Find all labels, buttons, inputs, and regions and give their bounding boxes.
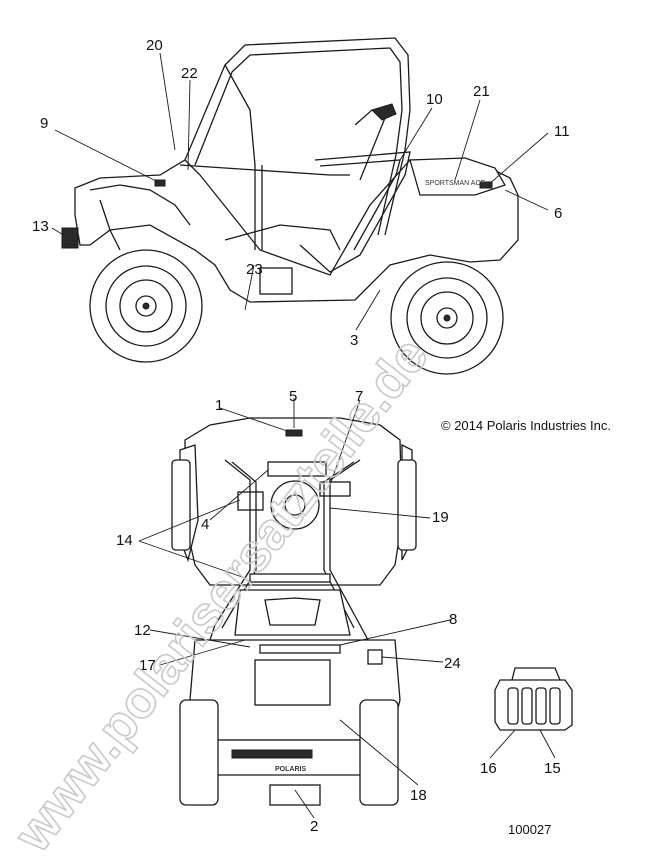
callout-15: 15: [544, 760, 561, 777]
callout-12: 12: [134, 622, 151, 639]
top-view-vehicle: [171, 417, 417, 806]
callout-1: 1: [215, 397, 224, 414]
callout-6: 6: [554, 205, 563, 222]
callout-24: 24: [444, 655, 461, 672]
callout-22: 22: [181, 65, 198, 82]
callout-23: 23: [246, 261, 263, 278]
leader-lines: [51, 52, 556, 819]
callout-17: 17: [139, 657, 156, 674]
callout-19: 19: [432, 509, 449, 526]
callout-8: 8: [449, 611, 458, 628]
callout-18: 18: [410, 787, 427, 804]
callout-10: 10: [426, 91, 443, 108]
callout-14: 14: [116, 532, 133, 549]
callout-16: 16: [480, 760, 497, 777]
callout-20: 20: [146, 37, 163, 54]
callout-7: 7: [355, 388, 364, 405]
callout-13: 13: [32, 218, 49, 235]
callout-4: 4: [201, 516, 210, 533]
side-panel-decal-text: SPORTSMAN ACE: [425, 180, 486, 187]
callout-21: 21: [473, 83, 490, 100]
callout-11: 11: [554, 123, 570, 140]
copyright-notice: © 2014 Polaris Industries Inc.: [441, 418, 611, 433]
hood-decal-text: POLARIS: [275, 766, 307, 773]
callout-9: 9: [40, 115, 49, 132]
document-number: 100027: [508, 822, 552, 837]
callout-2: 2: [310, 818, 319, 835]
callout-3: 3: [350, 332, 359, 349]
callout-5: 5: [289, 388, 298, 405]
storage-box-detail: [494, 667, 573, 731]
side-view-vehicle: [61, 37, 519, 375]
